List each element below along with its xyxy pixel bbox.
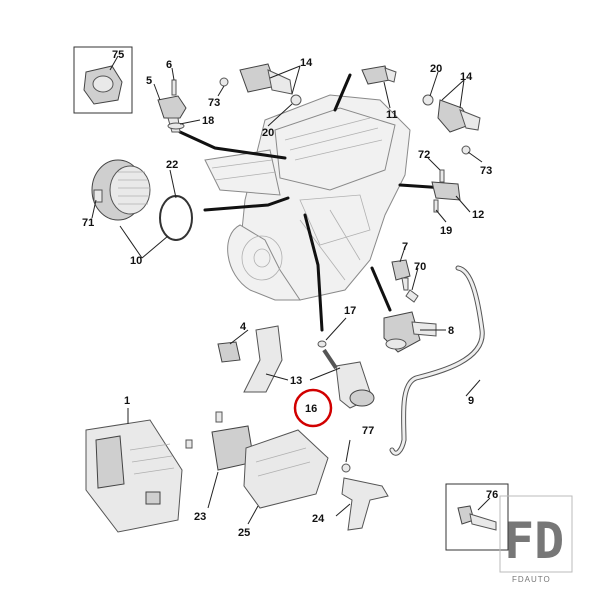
part-11-connector [361,65,397,85]
part-16-sensor [317,340,375,409]
callout-4: 4 [240,321,247,333]
callout-75: 75 [112,49,124,61]
callout-17: 17 [344,305,356,317]
highlight-circle [293,388,333,428]
callout-7: 7 [402,241,408,253]
part-12-sensor [431,169,461,213]
callout-24: 24 [312,513,325,525]
part-22-maf-sensor [91,159,193,241]
callout-14-left: 14 [300,57,313,69]
watermark-logo: FD [499,495,573,573]
part-25-module [243,429,329,509]
watermark-text: FDAUTO [512,575,551,584]
callout-1: 1 [124,395,130,407]
callout-73-right: 73 [480,165,492,177]
leader-wires [178,73,447,332]
callout-22: 22 [166,159,178,171]
part-75-inset [73,46,133,114]
callout-71: 71 [82,217,94,229]
svg-text:FD: FD [504,512,564,570]
callout-14-right: 14 [460,71,473,83]
callout-73-left: 73 [208,97,220,109]
part-24-bracket [341,463,389,531]
callout-23: 23 [194,511,206,523]
callout-12: 12 [472,209,484,221]
callout-13: 13 [290,375,302,387]
callout-5: 5 [146,75,152,87]
callout-19: 19 [440,225,452,237]
part-1-ecu [85,419,183,533]
part-76-inset [445,483,509,551]
callout-8: 8 [448,325,454,337]
callout-70: 70 [414,261,426,273]
part-8-valve [383,311,437,353]
part-7-sensor [391,259,419,303]
callout-18: 18 [202,115,214,127]
callout-72: 72 [418,149,430,161]
callout-76: 76 [486,489,498,501]
callout-25: 25 [238,527,250,539]
callout-11: 11 [386,109,398,121]
part-23-module [185,411,255,471]
callout-20-left: 20 [262,127,274,139]
callout-77: 77 [362,425,374,437]
callout-6: 6 [166,59,172,71]
callout-labels: 1 25 23 24 77 16 17 13 4 8 9 7 70 10 71 … [82,49,498,539]
part-9-hose [389,265,485,456]
part-13-bracket [217,325,283,393]
callout-20-right: 20 [430,63,442,75]
callout-9: 9 [468,395,474,407]
callout-10: 10 [130,255,142,267]
part-5-sensor [157,79,187,133]
part-14-solenoid-right [422,94,481,155]
engine-block [204,94,411,301]
callout-leads [91,55,491,525]
callout-16: 16 [305,403,317,415]
